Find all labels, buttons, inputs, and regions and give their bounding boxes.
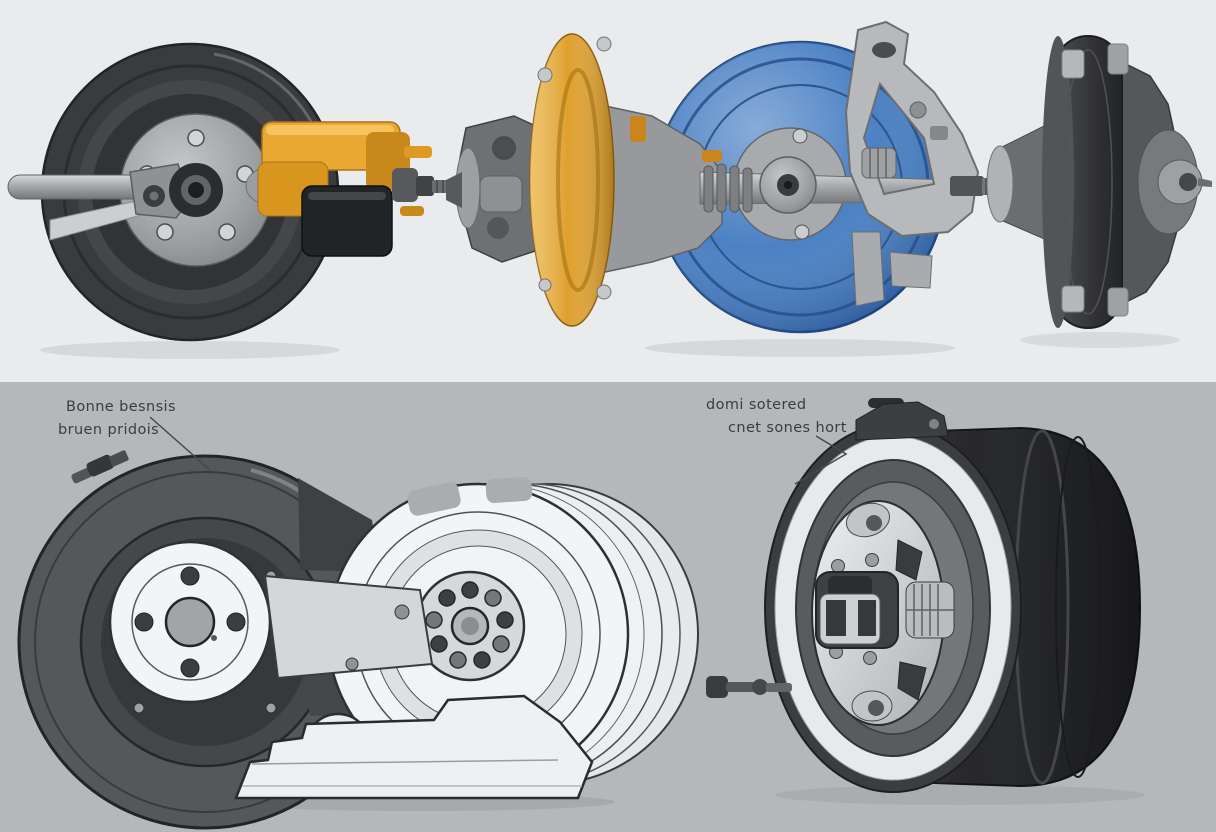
bleeder-screw-right bbox=[706, 676, 792, 698]
disc-brake-assembly bbox=[446, 20, 1008, 334]
plate-bolt-bottom bbox=[794, 224, 810, 240]
front-drum-hub-assembly bbox=[7, 42, 459, 342]
housing-tab1 bbox=[630, 116, 646, 142]
clevis-pivot-center bbox=[149, 191, 159, 201]
caliper-tab-lower bbox=[400, 206, 424, 216]
bracket-bolt1 bbox=[394, 604, 410, 620]
ring-bolt-top bbox=[596, 36, 612, 52]
right-label-line1: domi sotered bbox=[706, 397, 806, 413]
bleeder-valve bbox=[71, 450, 129, 484]
mount-tabs bbox=[1061, 43, 1129, 317]
top-clamp bbox=[855, 398, 949, 441]
hub-cap-pin bbox=[1198, 178, 1212, 187]
ring-bolt-bottom-left bbox=[538, 278, 552, 292]
housing-tab2 bbox=[702, 150, 722, 162]
drum-brake-cutaway-left: Bonne besnsis bruen pridois bbox=[17, 399, 699, 830]
top-section bbox=[0, 0, 1216, 382]
drum-ring-face bbox=[1042, 36, 1074, 328]
cv-boot-ribs bbox=[703, 163, 753, 213]
left-leader-line bbox=[149, 416, 211, 471]
output-collar2 bbox=[416, 176, 434, 196]
mount-bracket bbox=[263, 574, 434, 680]
caliper-highlight bbox=[266, 125, 394, 135]
output-collar bbox=[392, 168, 418, 202]
wheel-rim-line-art bbox=[326, 476, 699, 786]
hub-bolt-circle bbox=[425, 581, 514, 669]
steering-knuckle bbox=[844, 20, 980, 307]
plate-bolt-top bbox=[792, 128, 808, 144]
ring-bolt-bottom bbox=[596, 284, 612, 300]
drum-brake-cutaway-right: domi sotered cnet sones hort bbox=[706, 397, 1142, 793]
base-step-line bbox=[251, 759, 559, 765]
left-label-line1: Bonne besnsis bbox=[66, 399, 176, 415]
caliper-tab-upper bbox=[404, 146, 432, 158]
hub-dot bbox=[211, 635, 217, 641]
bracket-bolt2 bbox=[345, 657, 359, 671]
rear-drum-hub-assembly bbox=[986, 35, 1212, 329]
shadow-bottom-right bbox=[775, 785, 1145, 805]
front-cone-face bbox=[986, 145, 1014, 223]
hub-boss-center bbox=[784, 181, 792, 189]
actuator-cylinder bbox=[301, 185, 393, 257]
hub-face-bolts bbox=[134, 566, 246, 678]
axle-bore bbox=[188, 182, 204, 198]
mounting-base bbox=[234, 694, 594, 800]
left-label-line2: bruen pridois bbox=[58, 422, 159, 438]
hub-face-right-details bbox=[815, 502, 955, 722]
right-leader-line bbox=[794, 435, 848, 485]
bottom-section: Bonne besnsis bruen pridois bbox=[0, 382, 1216, 832]
hub-center-bore bbox=[164, 596, 216, 648]
ring-bolt-top-left bbox=[537, 67, 553, 83]
drum-ring-line2 bbox=[1063, 49, 1113, 315]
right-label-line2: cnet sones hort bbox=[728, 420, 847, 436]
shadow-left bbox=[40, 341, 340, 359]
shadow-middle bbox=[645, 339, 955, 357]
actuator-highlight bbox=[308, 192, 386, 200]
shadow-right bbox=[1020, 332, 1180, 348]
hub-face-ring bbox=[131, 563, 249, 681]
hub-cap-center bbox=[1179, 173, 1197, 191]
drum-groove2 bbox=[1055, 436, 1101, 778]
gold-ring-inner-line bbox=[556, 68, 600, 292]
